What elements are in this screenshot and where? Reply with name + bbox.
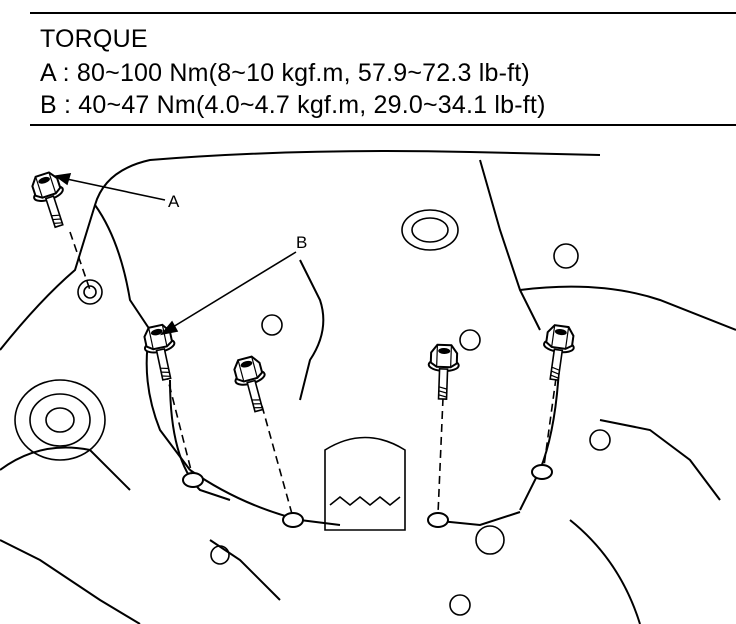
torque-spec-b: B : 40~47 Nm(4.0~4.7 kgf.m, 29.0~34.1 lb…: [40, 91, 546, 119]
callout-label-b: B: [296, 233, 307, 252]
transaxle-housing: [0, 150, 736, 624]
bolt-b-4: [538, 323, 578, 383]
torque-spec-box: TORQUE A : 80~100 Nm(8~10 kgf.m, 57.9~72…: [0, 0, 736, 128]
torque-spec-a: A : 80~100 Nm(8~10 kgf.m, 57.9~72.3 lb-f…: [40, 59, 530, 87]
bottom-rule: [30, 124, 736, 126]
callout-label-a: A: [168, 192, 180, 211]
torque-heading: TORQUE: [40, 25, 148, 53]
bolt-holes: [182, 464, 553, 528]
top-rule: [30, 12, 736, 14]
alignment-lines: [69, 231, 557, 515]
transaxle-bolt-diagram: A B: [0, 150, 736, 624]
housing-details: [14, 209, 611, 616]
callout-leaders: [53, 173, 297, 336]
bolt-b-2: [229, 353, 275, 416]
bolt-b-3: [426, 343, 461, 401]
